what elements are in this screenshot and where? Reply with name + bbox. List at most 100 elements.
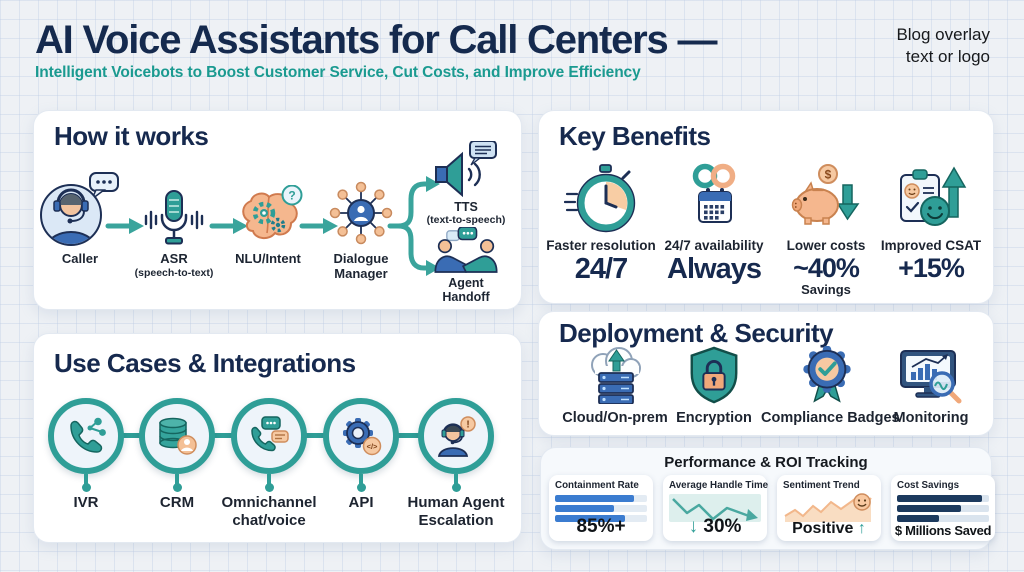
key-benefits-title: Key Benefits xyxy=(559,121,711,151)
use-cases-title: Use Cases & Integrations xyxy=(54,348,356,378)
use-case-crm-label: CRM xyxy=(159,494,195,511)
flow-step-nlu: ? NLU/Intent xyxy=(220,169,316,267)
csat-smiley-icon xyxy=(871,155,991,233)
flow-output-tts: TTS (text-to-speech) xyxy=(418,139,514,226)
bar xyxy=(555,515,625,522)
kpi-value: 85%+ xyxy=(576,516,626,537)
use-case-stem xyxy=(267,474,271,485)
flow-step-asr-label: ASR xyxy=(160,251,188,266)
use-case-api-circle: </> xyxy=(323,398,399,474)
performance-roi-panel: Performance & ROI Tracking Containment R… xyxy=(540,447,995,550)
deployment-security-panel: Deployment & Security xyxy=(538,311,994,436)
bar xyxy=(897,505,962,512)
use-case-ivr-circle xyxy=(48,398,124,474)
deployment-security-title: Deployment & Security xyxy=(559,318,834,348)
kpi-label: Containment Rate xyxy=(555,480,639,491)
agent-alert-icon: ! xyxy=(437,416,476,457)
use-case-dot xyxy=(264,483,274,492)
flow-output-agent-sublabel: Handoff xyxy=(442,290,490,305)
benefit-lower-costs: $ Lower costs ~40% Savings xyxy=(766,155,886,296)
cost-savings-bar-chart xyxy=(897,495,989,522)
use-case-dot xyxy=(356,483,366,492)
bar xyxy=(555,505,614,512)
kpi-value: $ Millions Saved xyxy=(894,523,992,538)
deploy-cloud-onprem: Cloud/On-prem xyxy=(549,346,681,426)
stopwatch-icon xyxy=(541,155,661,233)
use-case-crm-circle xyxy=(139,398,215,474)
piggy-bank-icon: $ xyxy=(766,155,886,233)
badge-check-icon xyxy=(761,346,893,404)
brain-icon: ? xyxy=(220,169,316,249)
use-case-stem xyxy=(175,474,179,485)
gear-code-icon: </> xyxy=(343,418,382,456)
use-case-stem xyxy=(454,474,458,485)
flow-output-agent-handoff: Agent Handoff xyxy=(418,227,514,305)
deploy-label: Monitoring xyxy=(893,410,969,426)
benefit-label: Faster resolution xyxy=(546,238,656,253)
blog-overlay-note-line1: Blog overlay xyxy=(896,25,990,44)
use-case-escalation-label: Human Agent Escalation xyxy=(407,494,505,529)
flow-arrows xyxy=(105,176,440,276)
network-icon xyxy=(313,169,409,249)
kpi-label: Sentiment Trend xyxy=(783,480,860,491)
bar xyxy=(897,495,982,502)
flow-step-caller: Caller xyxy=(32,169,128,267)
shield-lock-icon xyxy=(648,346,780,404)
use-case-omnichannel-circle xyxy=(231,398,307,474)
deploy-monitoring: Monitoring xyxy=(865,346,997,426)
page-title: AI Voice Assistants for Call Centers — xyxy=(35,18,717,62)
performance-roi-title: Performance & ROI Tracking xyxy=(664,454,868,471)
key-benefits-panel: Key Benefits Faster resolution 24 xyxy=(538,110,994,304)
kpi-card-cost-savings: Cost Savings $ Millions Saved xyxy=(891,475,995,541)
use-case-api-label: API xyxy=(348,494,374,511)
deploy-label: Compliance Badges xyxy=(761,410,900,426)
question-glyph: ? xyxy=(288,189,295,203)
microphone-icon xyxy=(126,169,222,249)
benefit-value: ~40% xyxy=(793,253,860,283)
benefit-availability: 24/7 availability Always xyxy=(654,155,774,285)
up-arrow-icon: ↑ xyxy=(857,520,866,537)
use-case-stem xyxy=(359,474,363,485)
flow-step-nlu-label: NLU/Intent xyxy=(235,251,301,266)
benefit-label: 24/7 availability xyxy=(664,238,764,253)
deploy-encryption: Encryption xyxy=(648,346,780,426)
kpi-card-sentiment-trend: Sentiment Trend Positive ↑ xyxy=(777,475,881,541)
how-it-works-title: How it works xyxy=(54,121,209,151)
benefit-improved-csat: Improved CSAT +15% xyxy=(871,155,991,283)
exclamation-glyph: ! xyxy=(466,420,469,431)
phone-chat-icon xyxy=(251,416,289,452)
use-case-escalation-circle: ! xyxy=(418,398,494,474)
kpi-label: Average Handle Time xyxy=(669,480,769,491)
use-case-ivr-label: IVR xyxy=(73,494,99,511)
flow-step-dialogue-manager: Dialogue Manager xyxy=(313,169,409,282)
bar xyxy=(555,495,635,502)
flow-step-asr-sublabel: (speech-to-text) xyxy=(134,266,214,279)
use-case-dot xyxy=(81,483,91,492)
benefit-label: Lower costs xyxy=(786,238,866,253)
flow-step-dm-label: Dialogue xyxy=(333,251,389,266)
phone-share-icon xyxy=(70,417,106,453)
flow-output-tts-sublabel: (text-to-speech) xyxy=(426,214,506,227)
speaker-icon xyxy=(418,139,514,197)
sentiment-area-chart xyxy=(784,493,872,522)
database-user-icon xyxy=(159,417,197,455)
containment-rate-bar-chart xyxy=(555,495,647,522)
kpi-value: Positive ↑ xyxy=(792,520,866,537)
infinity-calendar-icon xyxy=(654,155,774,233)
blog-overlay-note: Blog overlay text or logo xyxy=(896,24,990,68)
use-case-omnichannel-label: Omnichannel chat/voice xyxy=(221,494,317,529)
deploy-label: Cloud/On-prem xyxy=(562,410,668,426)
dollar-glyph: $ xyxy=(825,168,832,182)
benefit-label: Improved CSAT xyxy=(880,238,982,253)
handshake-icon xyxy=(418,227,514,273)
kpi-label: Cost Savings xyxy=(897,480,960,491)
cloud-server-icon xyxy=(549,346,681,404)
use-case-stem xyxy=(84,474,88,485)
down-arrow-icon: ↓ xyxy=(688,516,699,537)
how-it-works-panel: How it works xyxy=(33,110,522,310)
flow-step-caller-label: Caller xyxy=(61,251,99,266)
page-subtitle: Intelligent Voicebots to Boost Customer … xyxy=(35,64,641,81)
flow-step-dm-sublabel: Manager xyxy=(334,265,388,281)
flow-step-asr: ASR (speech-to-text) xyxy=(126,169,222,279)
